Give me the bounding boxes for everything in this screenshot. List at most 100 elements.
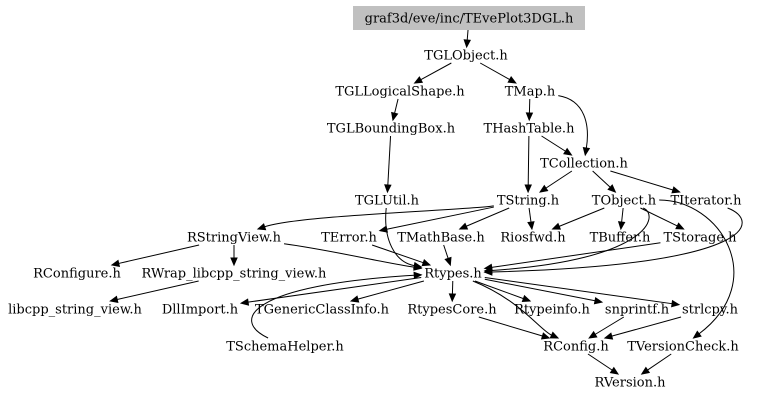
edge-rtypes-to-rtypeinfo <box>474 280 524 300</box>
node-root[interactable]: graf3d/eve/inc/TEvePlot3DGL.h <box>353 6 585 30</box>
node-label: TIterator.h <box>670 194 742 209</box>
edge-tglobject-to-tgllogicalshape <box>420 62 452 81</box>
arrowhead-tcollection-to-tobject <box>607 184 617 193</box>
arrowhead-tmap-to-thashtable <box>525 112 534 122</box>
arrowhead-tmathbase-to-rtypes <box>444 256 452 267</box>
node-riosfwd[interactable]: Riosfwd.h <box>500 231 566 246</box>
edge-tstring-to-tmathbase <box>466 207 510 227</box>
node-rtypescore[interactable]: RtypesCore.h <box>407 303 497 318</box>
edge-rtypescore-to-rconfig <box>478 316 543 337</box>
node-dllimport[interactable]: DllImport.h <box>162 303 239 318</box>
node-label: Riosfwd.h <box>500 231 566 246</box>
node-label: TVersionCheck.h <box>627 340 739 355</box>
root-node-box <box>353 6 585 30</box>
node-label: TObject.h <box>592 194 657 209</box>
arrowhead-snprintf-to-rconfig <box>588 330 598 339</box>
nodes-layer: graf3d/eve/inc/TEvePlot3DGL.hTGLObject.h… <box>8 6 742 391</box>
edge-tschemahelper-to-rtypes <box>251 274 415 339</box>
node-label: RConfig.h <box>543 340 609 355</box>
node-label: TCollection.h <box>540 157 628 172</box>
node-label: RStringView.h <box>187 231 282 246</box>
node-label: TBuffer.h <box>590 231 651 246</box>
edge-tstring-to-terror <box>386 206 494 230</box>
edge-tglutil-to-rtypes <box>385 207 415 267</box>
node-label: TGLObject.h <box>424 49 508 64</box>
edge-tobject-to-tversioncheck <box>659 199 735 335</box>
node-titerator[interactable]: TIterator.h <box>670 194 742 209</box>
node-rversion[interactable]: RVersion.h <box>595 376 667 391</box>
node-tobject[interactable]: TObject.h <box>592 194 657 209</box>
arrowhead-tstring-to-terror <box>378 225 388 233</box>
node-tglutil[interactable]: TGLUtil.h <box>355 194 420 209</box>
edge-tcollection-to-titerator <box>610 170 674 191</box>
node-label: TMathBase.h <box>397 231 485 246</box>
arrowhead-tstring-to-tmathbase <box>458 222 469 230</box>
arrowhead-rwrap-to-libcpp <box>109 295 119 304</box>
node-label: TGLUtil.h <box>355 194 420 209</box>
node-snprintf[interactable]: snprintf.h <box>605 303 670 318</box>
node-rstringview[interactable]: RStringView.h <box>187 231 282 246</box>
node-tcollection[interactable]: TCollection.h <box>540 157 628 172</box>
edge-tobject-to-riosfwd <box>558 207 605 227</box>
node-strlcpy[interactable]: strlcpy.h <box>682 303 739 318</box>
arrowhead-tschemahelper-to-rtypes <box>413 271 423 280</box>
node-rtypes[interactable]: Rtypes.h <box>424 267 482 282</box>
node-tstring[interactable]: TString.h <box>497 194 560 209</box>
arrowhead-tcollection-to-tstring <box>539 184 549 193</box>
node-rtypeinfo[interactable]: Rtypeinfo.h <box>514 303 590 318</box>
node-label: RConfigure.h <box>33 267 121 282</box>
node-terror[interactable]: TError.h <box>321 231 377 246</box>
node-tstorage[interactable]: TStorage.h <box>663 231 737 246</box>
node-label: TError.h <box>321 231 377 246</box>
arrowhead-tobject-to-tbuffer <box>617 221 626 231</box>
node-label: TMap.h <box>505 85 556 100</box>
node-label: TGenericClassInfo.h <box>255 303 390 318</box>
arrowhead-tobject-to-tstorage <box>675 222 685 230</box>
edge-tobject-to-tstorage <box>640 207 678 227</box>
arrowhead-rstringview-to-rconfigure <box>110 259 121 267</box>
node-tschemahelper[interactable]: TSchemaHelper.h <box>226 340 344 355</box>
arrowhead-rtypes-to-snprintf <box>593 297 604 305</box>
arrowhead-rtypescore-to-rconfig <box>540 332 551 340</box>
node-tmathbase[interactable]: TMathBase.h <box>397 231 485 246</box>
arrowhead-thashtable-to-tcollection <box>563 147 573 156</box>
node-thashtable[interactable]: THashTable.h <box>484 122 576 137</box>
node-label: TString.h <box>497 194 560 209</box>
edge-tmap-to-tcollection <box>558 95 588 149</box>
node-tbuffer[interactable]: TBuffer.h <box>590 231 651 246</box>
node-libcpp[interactable]: libcpp_string_view.h <box>8 303 142 318</box>
edge-tstring-to-riosfwd <box>528 207 532 223</box>
edge-rtypes-to-tgenericclassinfo <box>357 280 425 300</box>
node-label: RWrap_libcpp_string_view.h <box>142 267 328 282</box>
edge-tobject-to-tbuffer <box>621 207 624 223</box>
node-tgenericclassinfo[interactable]: TGenericClassInfo.h <box>255 303 390 318</box>
arrowhead-rtypes-to-rconfig <box>549 331 560 339</box>
node-rconfig[interactable]: RConfig.h <box>543 340 609 355</box>
edge-rtypes-to-strlcpy <box>484 276 673 305</box>
node-label: graf3d/eve/inc/TEvePlot3DGL.h <box>365 12 574 27</box>
node-tglboundingbox[interactable]: TGLBoundingBox.h <box>327 122 456 137</box>
node-rconfigure[interactable]: RConfigure.h <box>33 267 121 282</box>
node-tgllogicalshape[interactable]: TGLLogicalShape.h <box>335 85 465 100</box>
edge-tglobject-to-tmap <box>479 62 510 81</box>
node-tversioncheck[interactable]: TVersionCheck.h <box>627 340 739 355</box>
arrowhead-tglboundingbox-to-tglutil <box>384 184 392 194</box>
edge-thashtable-to-tcollection <box>541 135 566 152</box>
edge-tstring-to-rstringview <box>264 205 494 228</box>
node-tglobject[interactable]: TGLObject.h <box>424 49 508 64</box>
edge-thashtable-to-tstring <box>527 135 530 186</box>
node-label: TGLBoundingBox.h <box>327 122 456 137</box>
node-label: Rtypeinfo.h <box>514 303 590 318</box>
arrowhead-thashtable-to-tstring <box>524 184 532 194</box>
node-rwrap[interactable]: RWrap_libcpp_string_view.h <box>142 267 328 282</box>
node-label: DllImport.h <box>162 303 239 318</box>
arrowhead-tstring-to-rstringview <box>256 223 267 231</box>
edge-tglboundingbox-to-tglutil <box>387 135 392 186</box>
edge-root-to-tglobject <box>466 29 469 41</box>
edge-tgllogicalshape-to-tglboundingbox <box>394 98 399 114</box>
arrowhead-rconfig-to-rversion <box>609 366 620 375</box>
edge-tstorage-to-rtypes <box>491 242 661 268</box>
node-label: snprintf.h <box>605 303 670 318</box>
arrowhead-rtypes-to-tgenericclassinfo <box>349 295 360 303</box>
node-tmap[interactable]: TMap.h <box>505 85 556 100</box>
